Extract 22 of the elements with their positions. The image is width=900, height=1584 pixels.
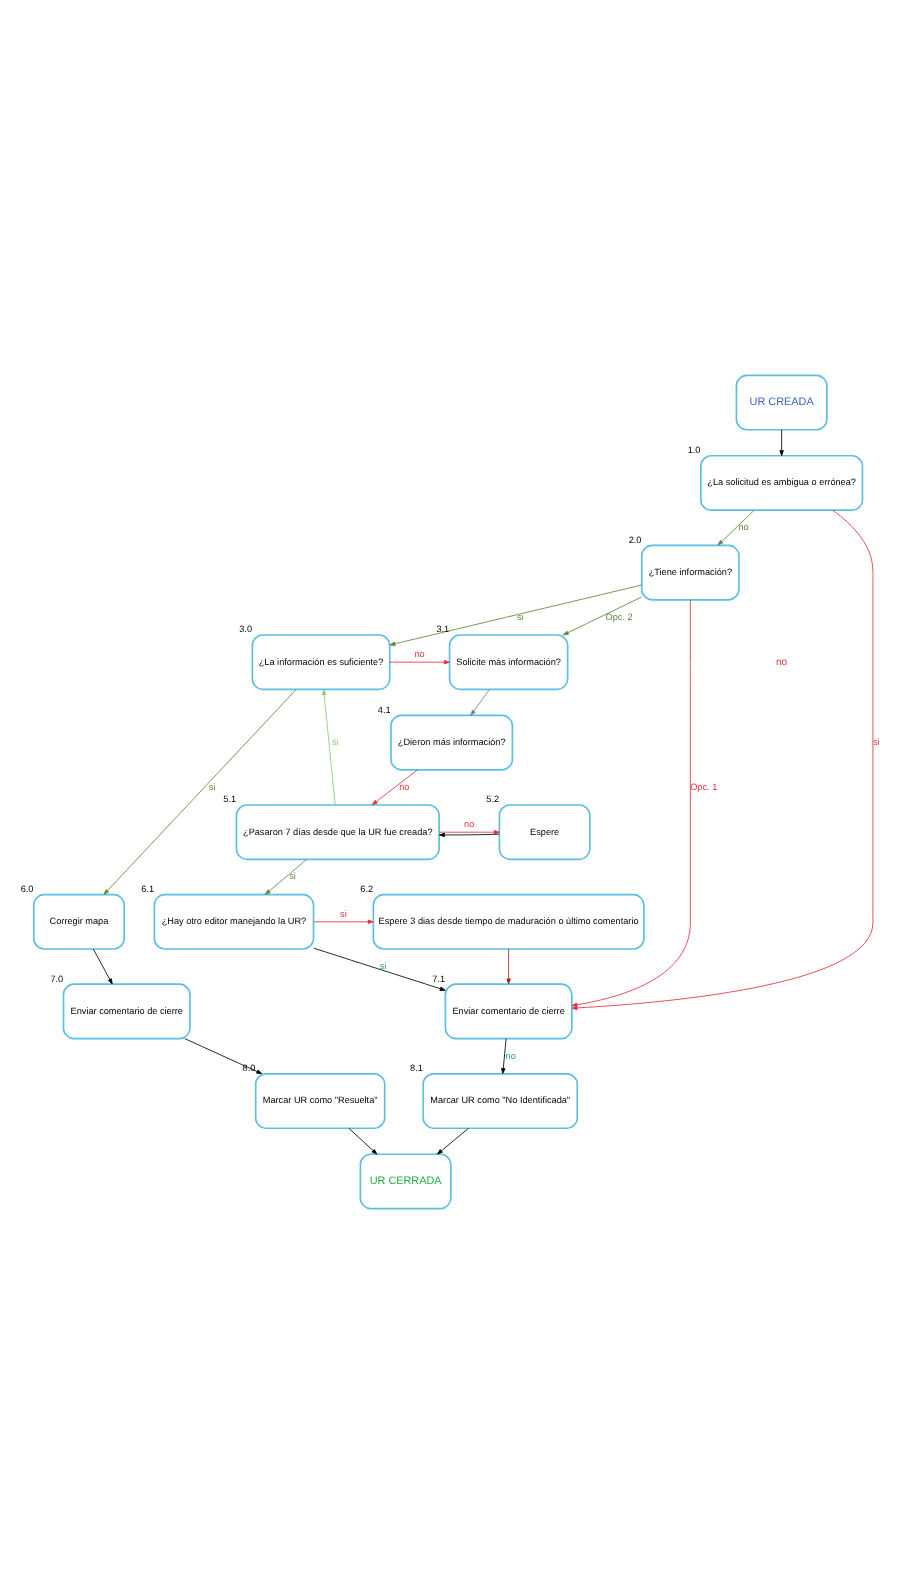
arrow: [348, 1127, 378, 1155]
arrow: [438, 830, 500, 835]
arrow: [571, 599, 691, 1007]
arrow: [313, 919, 374, 924]
arrow: [184, 1038, 263, 1075]
arrow: [717, 509, 755, 546]
arrow: [470, 689, 490, 716]
arrow: [389, 584, 643, 646]
arrow: [103, 689, 297, 895]
arrow: [571, 509, 874, 1011]
arrow: [439, 832, 500, 838]
arrow: [501, 1038, 507, 1074]
arrow: [313, 947, 446, 991]
arrow: [779, 429, 784, 457]
arrow: [389, 660, 450, 665]
arrow: [265, 859, 308, 895]
arrow: [371, 769, 418, 806]
arrow: [506, 948, 511, 985]
arrow: [437, 1127, 469, 1155]
arrow: [92, 948, 113, 985]
arrow: [562, 596, 643, 636]
arrow: [322, 689, 336, 806]
